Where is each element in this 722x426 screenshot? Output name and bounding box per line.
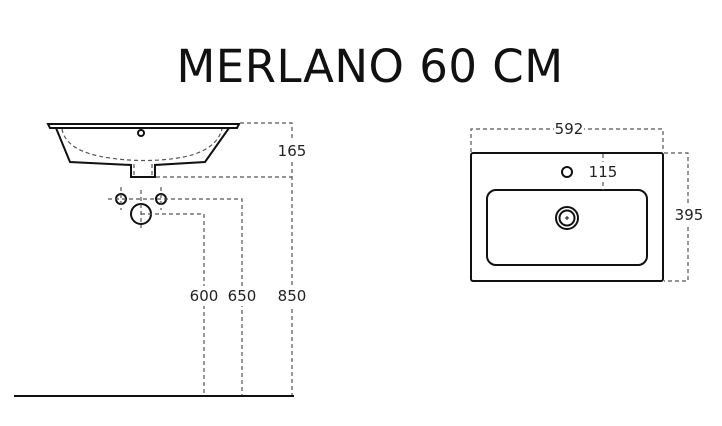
dim-115: 115 <box>589 163 618 181</box>
drain-inner-dashed <box>133 164 153 176</box>
basin-inner-dashed <box>61 128 223 162</box>
pipe-centerlines <box>108 187 243 395</box>
dim-600: 600 <box>190 287 219 305</box>
tap-hole-icon <box>561 166 573 178</box>
basin-bowl-profile <box>55 127 230 178</box>
drain-outer-icon <box>555 206 579 230</box>
dim-650: 650 <box>228 287 257 305</box>
dim-850: 850 <box>278 287 307 305</box>
basin-bowl <box>486 189 648 266</box>
basin-rim <box>46 123 241 129</box>
dim-592: 592 <box>555 120 584 138</box>
drain-inner-icon <box>558 209 576 227</box>
top-view: 592 395 115 <box>470 119 704 282</box>
dim-395: 395 <box>675 206 704 224</box>
overflow-hole-icon <box>137 129 145 137</box>
drawing-title: MERLANO 60 CM <box>176 40 564 93</box>
side-view: 165 600 650 850 <box>14 122 307 397</box>
dim-165: 165 <box>278 142 307 160</box>
basin-outline <box>470 152 664 282</box>
